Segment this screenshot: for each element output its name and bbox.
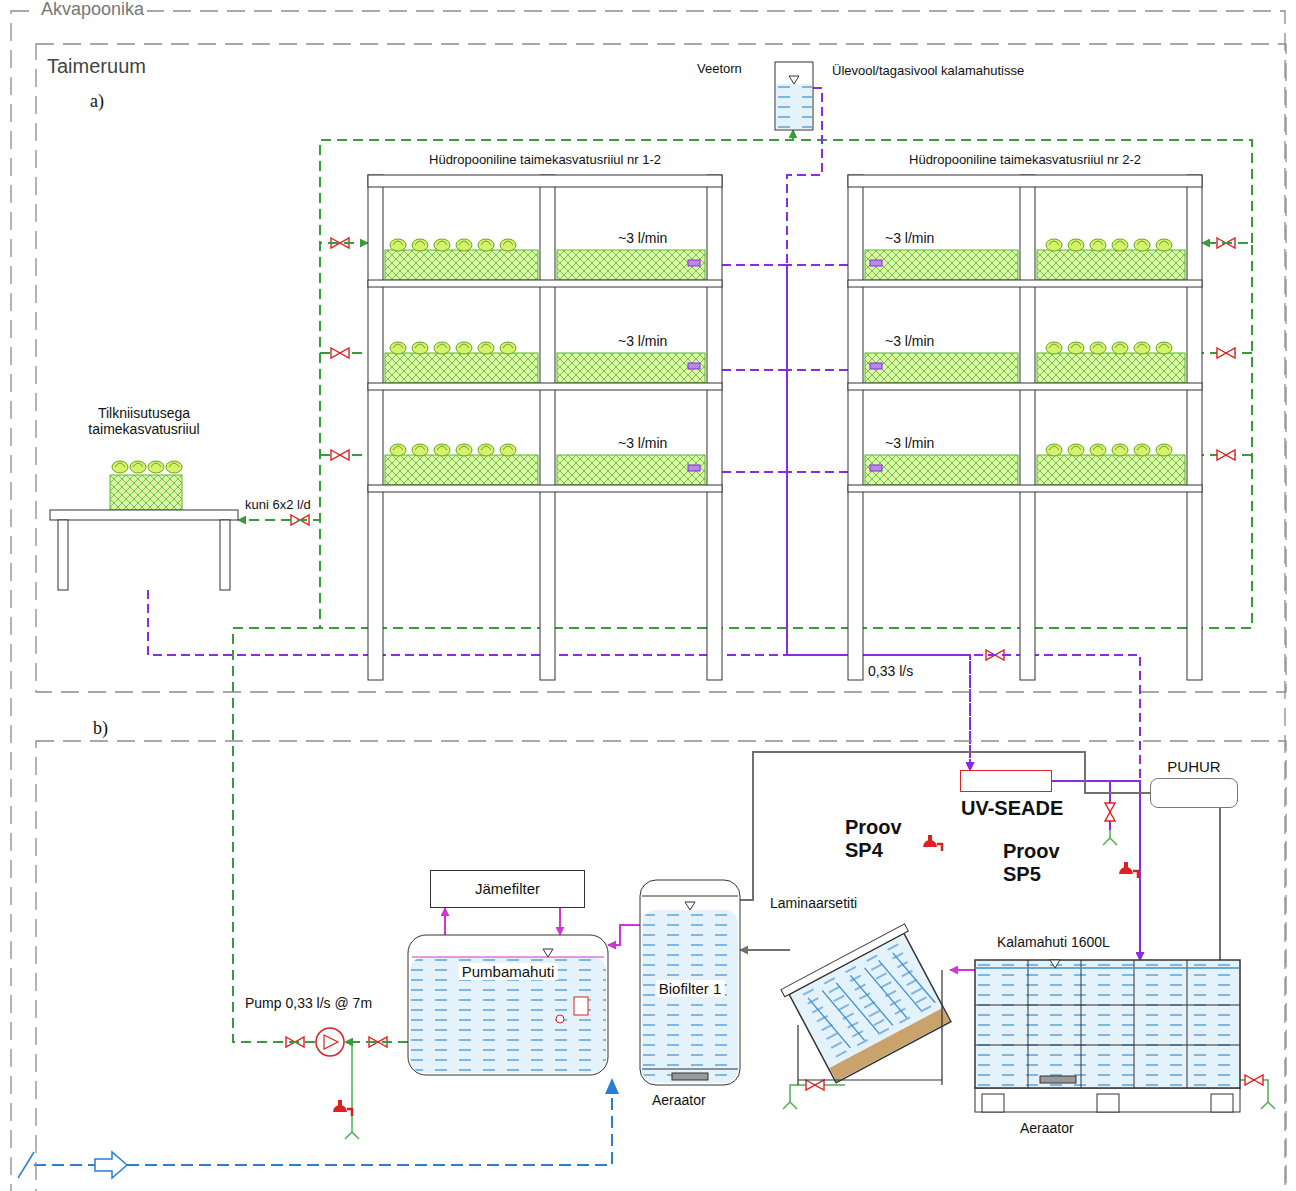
- flow-pipe: [1219, 808, 1221, 960]
- annotation: ~3 l/min: [618, 435, 667, 451]
- fish-tank-outline: [975, 960, 1240, 1088]
- node-title: Pumbamahuti: [459, 963, 558, 980]
- flow-pipe: [233, 243, 368, 1042]
- pump: Pump 0,33 l/s @ 7m: [315, 1027, 345, 1057]
- pump-tank-outline: [408, 935, 608, 1075]
- annotation: Aeraator: [652, 1092, 706, 1108]
- flow-pipe: [950, 969, 975, 971]
- system-region: AkvapoonikaTaimeruuma)VeetornHüdropoonil…: [10, 10, 1286, 1191]
- tank-pallet: [975, 1088, 1240, 1112]
- node-title: Taimeruum: [47, 55, 146, 78]
- annotation: ~3 l/min: [618, 230, 667, 246]
- flow-pipe: [1052, 781, 1140, 960]
- flow-pipe: [444, 908, 446, 935]
- plant-rack-outline: [368, 175, 722, 680]
- node-title: Biofilter 1: [656, 980, 725, 997]
- node-title: Laminaarsetiti: [770, 895, 857, 911]
- biofilter: Biofilter 1: [640, 880, 740, 1085]
- node-title: Hüdropooniline taimekasvatusriiul nr 2-2: [909, 153, 1141, 168]
- plant-rack: Hüdropooniline taimekasvatusriiul nr 1-2: [368, 175, 722, 680]
- node-title: b): [90, 718, 111, 739]
- uv-unit: UV-SEADE: [960, 770, 1052, 792]
- plant-rack-outline: [848, 175, 1202, 680]
- node-title: Hüdropooniline taimekasvatusriiul nr 1-2: [429, 153, 661, 168]
- annotation: ~3 l/min: [618, 333, 667, 349]
- flow-pipe: [233, 243, 1252, 1042]
- blower: PUHUR: [1150, 778, 1238, 808]
- water-tower: Veetorn: [775, 62, 813, 130]
- flow-pipe: [787, 265, 970, 770]
- node-title: Kalamahuti 1600L: [997, 934, 1110, 950]
- flow-pipe: [559, 908, 561, 935]
- annotation: Aeraator: [1020, 1120, 1074, 1136]
- flow-rate: kuni 6x2 l/d: [242, 498, 314, 513]
- settler-outline: [790, 930, 950, 1085]
- pump-outline: [315, 1027, 345, 1057]
- annotation: ~3 l/min: [885, 435, 934, 451]
- tank-region: b)UV-SEADEPUHURJämefilterPumbamahutiBiof…: [35, 740, 1287, 1191]
- drain-symbol: [345, 830, 1275, 1139]
- flow-pipe: [740, 949, 790, 951]
- inflow-pipe: [18, 1078, 619, 1178]
- node-tag: a): [90, 91, 104, 112]
- annotation: Ülevool/tagasivool kalamahutisse: [832, 64, 1024, 79]
- flow-pipe: [233, 520, 320, 1042]
- node-title: Veetorn: [697, 62, 742, 77]
- fish-tank: Kalamahuti 1600L: [975, 960, 1240, 1088]
- annotation: Proov SP4: [845, 816, 917, 862]
- flow-pipe: [740, 752, 1150, 900]
- water-tower-outline: [775, 62, 813, 130]
- node-title: Pump 0,33 l/s @ 7m: [245, 995, 372, 1011]
- flow-pipe: [608, 925, 640, 945]
- flow-rate: 0,33 l/s: [868, 663, 913, 679]
- flow-pipe: [787, 88, 1140, 960]
- settler: Laminaarsetiti: [790, 930, 950, 1085]
- valve-symbol: [286, 238, 1263, 1090]
- node-title: PUHUR: [1167, 758, 1220, 775]
- node-title: UV-SEADE: [961, 797, 1063, 820]
- annotation: ~3 l/min: [885, 333, 934, 349]
- node-title: Tilkniisutusega taimekasvatusriiul: [50, 405, 238, 437]
- node-title: Jämefilter: [475, 880, 540, 897]
- annotation: ~3 l/min: [885, 230, 934, 246]
- room-region: Taimeruum a) VeetornHüdropooniline taimeka…: [35, 43, 1287, 693]
- coarse-filter: Jämefilter: [430, 870, 585, 908]
- plant-rack: Hüdropooniline taimekasvatusriiul nr 2-2: [848, 175, 1202, 680]
- drip-rack: Tilkniisutusega taimekasvatusriiul: [50, 455, 238, 590]
- flow-pipe: [345, 1041, 408, 1043]
- pump-tank: Pumbamahuti: [408, 935, 608, 1075]
- drip-rack-outline: [50, 455, 238, 590]
- return-pipe: [722, 370, 1110, 830]
- supply-pipe: [320, 140, 1268, 1124]
- annotation: Proov SP5: [1003, 840, 1075, 886]
- node-title: Akvapoonika: [38, 0, 147, 20]
- flow-pipe: [148, 590, 970, 770]
- flow-pipe: [722, 265, 970, 770]
